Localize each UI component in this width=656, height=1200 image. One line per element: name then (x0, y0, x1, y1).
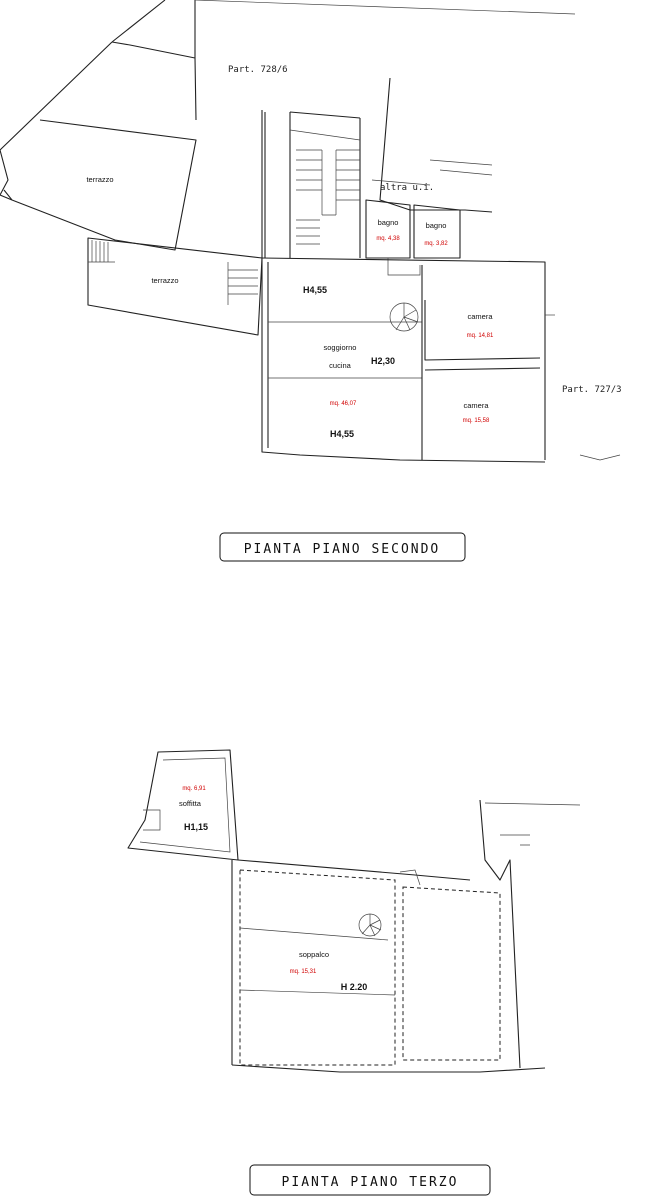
other-unit-label: altra u.i. (380, 183, 434, 193)
room-label-terrace-1: terrazzo (86, 175, 113, 184)
room-label-bedroom-1: camera (467, 312, 493, 321)
area-attic: mq. 6,91 (182, 786, 206, 792)
area-bath-2: mq. 3,82 (424, 241, 448, 247)
parcel-label-right: Part. 727/3 (562, 385, 622, 395)
height-label-top: H4,55 (303, 285, 327, 295)
second-floor-plan (0, 0, 621, 463)
room-label-bath-1: bagno (378, 218, 399, 227)
height-label-mid: H2,30 (371, 356, 395, 366)
parcel-label-top: Part. 728/6 (228, 65, 288, 75)
room-label-bath-2: bagno (426, 221, 447, 230)
area-bedroom-2: mq. 15,58 (463, 418, 490, 424)
room-label-mezzanine: soppalco (299, 950, 329, 959)
area-bedroom-1: mq. 14,81 (467, 333, 494, 339)
area-living: mq. 46,07 (330, 401, 357, 407)
room-label-bedroom-2: camera (463, 401, 489, 410)
room-label-attic: soffitta (179, 799, 202, 808)
title-second-floor: PIANTA PIANO SECONDO (244, 542, 441, 557)
third-floor-plan (127, 749, 581, 1073)
title-box-third-floor (249, 1164, 491, 1196)
title-third-floor: PIANTA PIANO TERZO (282, 1175, 459, 1190)
area-bath-1: mq. 4,38 (376, 236, 400, 242)
height-label-mezzanine: H 2.20 (341, 982, 368, 992)
height-label-bottom: H4,55 (330, 429, 354, 439)
title-box-second-floor (219, 532, 466, 562)
room-label-living: soggiorno (324, 343, 357, 352)
area-mezzanine: mq. 15,31 (290, 969, 317, 975)
room-label-terrace-2: terrazzo (151, 276, 178, 285)
height-label-attic: H1,15 (184, 822, 208, 832)
room-label-kitchen: cucina (329, 361, 352, 370)
